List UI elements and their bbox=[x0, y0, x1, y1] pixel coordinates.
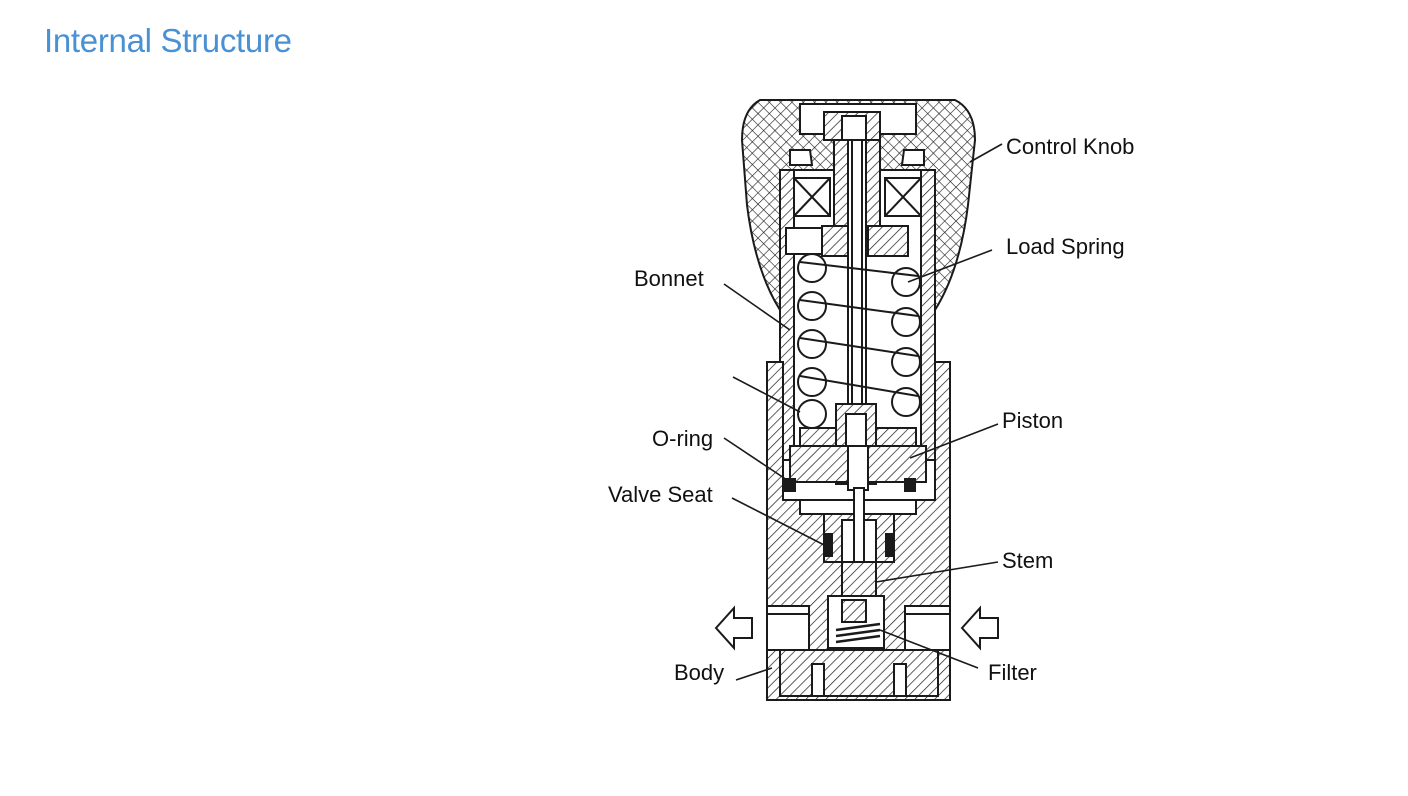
outlet-arrow-icon bbox=[714, 605, 753, 651]
control-knob-part bbox=[740, 99, 977, 314]
piston-part bbox=[789, 403, 927, 491]
inlet-arrow-icon bbox=[960, 605, 999, 651]
label-stem: Stem bbox=[1002, 548, 1053, 573]
o-ring-part bbox=[784, 478, 916, 492]
label-control-knob: Control Knob bbox=[1006, 134, 1134, 159]
label-filter: Filter bbox=[988, 660, 1037, 685]
label-valve-seat: Valve Seat bbox=[608, 482, 713, 507]
load-spring-part bbox=[797, 253, 921, 429]
leader-lines bbox=[723, 143, 1003, 681]
filter-part bbox=[827, 595, 885, 649]
label-load-spring: Load Spring bbox=[1006, 234, 1125, 259]
label-body: Body bbox=[674, 660, 724, 685]
page-title: Internal Structure bbox=[44, 22, 292, 59]
label-o-ring: O-ring bbox=[652, 426, 713, 451]
label-bonnet: Bonnet bbox=[634, 266, 704, 291]
label-piston: Piston bbox=[1002, 408, 1063, 433]
stem-part bbox=[841, 487, 877, 597]
